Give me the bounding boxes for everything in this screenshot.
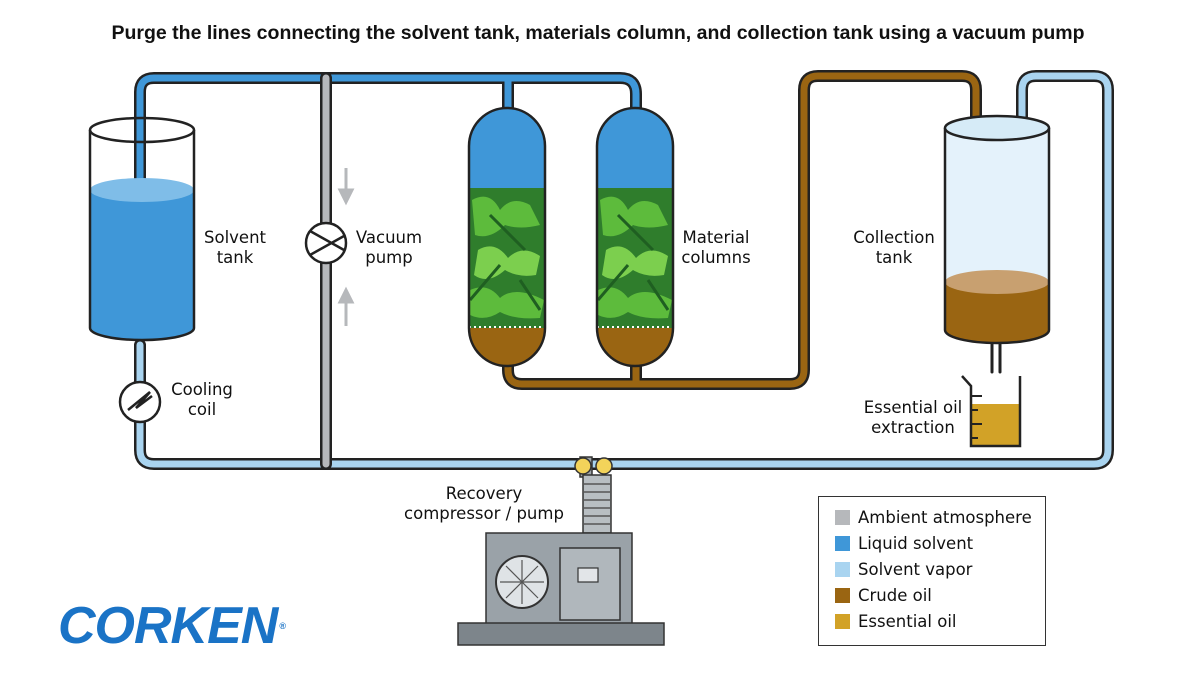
- pressure-gauge-right-icon: [595, 457, 613, 475]
- collection-tank: [943, 114, 1051, 345]
- arrow-down-icon: [337, 168, 355, 206]
- corken-logo: CORKEN®: [58, 597, 286, 655]
- legend-label: Liquid solvent: [858, 533, 974, 553]
- solvent-tank: [88, 116, 196, 342]
- legend-item-crude-oil: Crude oil: [835, 585, 932, 605]
- legend-item-solvent-vapor: Solvent vapor: [835, 559, 972, 579]
- legend-label: Solvent vapor: [858, 559, 973, 579]
- legend-item-liquid-solvent: Liquid solvent: [835, 533, 973, 553]
- pressure-gauge-left-icon: [574, 457, 592, 475]
- recovery-compressor-illustration: [457, 456, 665, 646]
- legend-swatch: [835, 613, 850, 629]
- material-column-right: [595, 106, 675, 368]
- legend-swatch: [835, 587, 850, 603]
- legend-label: Essential oil: [858, 611, 957, 631]
- essential-oil-beaker: [961, 375, 1022, 448]
- legend: Ambient atmosphere Liquid solvent Solven…: [818, 496, 1046, 646]
- legend-swatch: [835, 535, 850, 551]
- legend-item-essential-oil: Essential oil: [835, 611, 956, 631]
- legend-label: Ambient atmosphere: [858, 507, 1032, 527]
- page-title: Purge the lines connecting the solvent t…: [111, 22, 1085, 44]
- material-column-left: [467, 106, 547, 368]
- arrow-up-icon: [337, 286, 355, 326]
- cooling-coil-symbol: [118, 380, 162, 424]
- vacuum-pump-symbol: [304, 168, 355, 326]
- legend-swatch: [835, 561, 850, 577]
- legend-item-ambient: Ambient atmosphere: [835, 507, 1032, 527]
- legend-label: Crude oil: [858, 585, 932, 605]
- legend-swatch: [835, 509, 850, 525]
